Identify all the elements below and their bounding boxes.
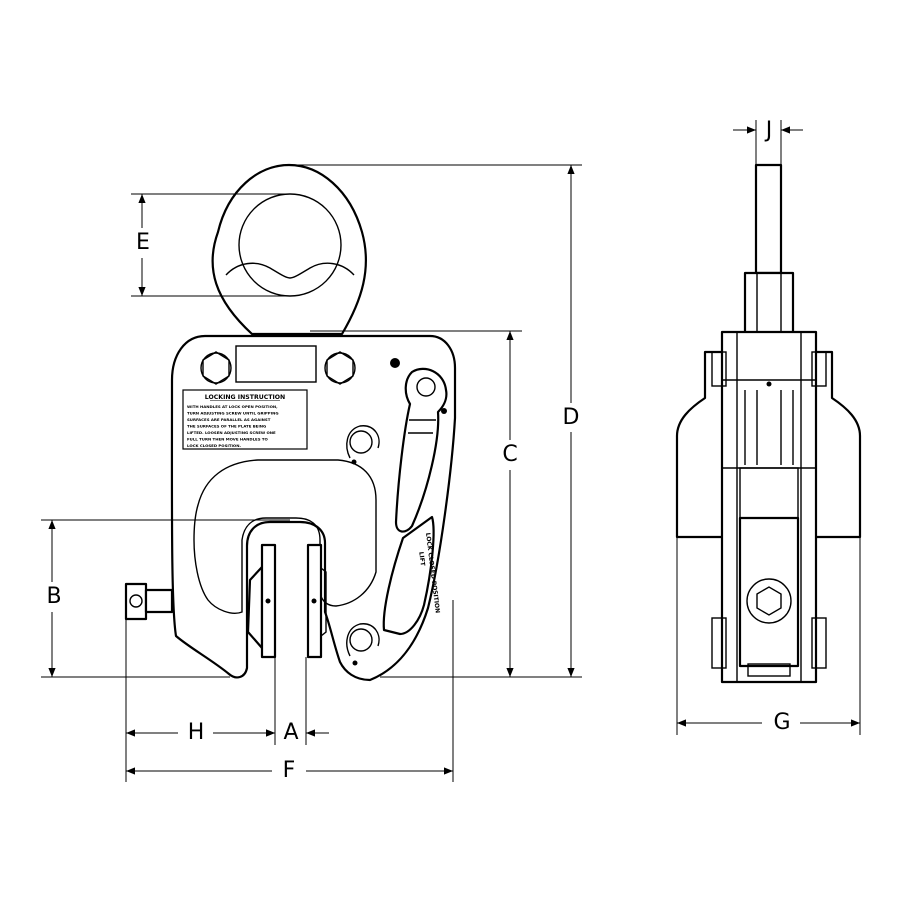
plate-line: LIFTED. LOOSEN ADJUSTING SCREW ONE (187, 430, 276, 435)
dim-label-b: B (46, 584, 61, 609)
blank-label-plate (235, 345, 317, 383)
side-bolt-upper (711, 351, 827, 387)
adjusting-screw (124, 582, 174, 621)
dimension-labels: D C E B H A F G J (46, 118, 790, 783)
plate-line: SURFACES ARE PARALLEL AS AGAINST (187, 417, 271, 422)
dim-label-h: H (188, 720, 205, 745)
side-view (675, 163, 862, 684)
dim-label-a: A (283, 720, 298, 745)
dim-label-d: D (563, 405, 580, 430)
hex-bolt-right (324, 351, 356, 385)
gripping-jaw-left (246, 543, 277, 659)
shackle-top (754, 163, 783, 275)
side-bolt-lower-right (811, 617, 827, 669)
gripping-jaw-right (306, 543, 327, 659)
dimension-lines (41, 120, 861, 782)
plate-line: FULL TURN THEN MOVE HANDLES TO (187, 437, 269, 442)
dim-label-g: G (773, 710, 790, 735)
pin-with-ring-upper (346, 425, 380, 465)
plate-line: LOCK CLOSED POSITION. (187, 443, 241, 448)
handle-text: LIFT (417, 551, 426, 567)
plate-line: WITH HANDLES AT LOCK OPEN POSITION, (187, 404, 278, 409)
side-hex-screw (746, 578, 792, 624)
hex-bolt-left (200, 351, 232, 385)
plate-line: THE SURFACES OF THE PLATE BEING (187, 424, 266, 429)
dim-label-f: F (283, 758, 296, 783)
lifting-eye (211, 163, 368, 336)
lock-lever-handle (394, 367, 448, 533)
plate-line: TURN ADJUSTING SCREW UNTIL GRIPPING (187, 411, 279, 416)
lower-housing (738, 516, 800, 668)
dim-label-j: J (764, 118, 773, 143)
plate-title: LOCKING INSTRUCTION (205, 394, 285, 401)
locking-instruction-plate: LOCKING INSTRUCTION WITH HANDLES AT LOCK… (182, 389, 308, 450)
dim-label-e: E (136, 230, 150, 255)
front-view: LOCKING INSTRUCTION WITH HANDLES AT LOCK… (124, 163, 457, 682)
dim-label-c: C (502, 442, 517, 467)
side-bolt-lower-left (711, 617, 727, 669)
pin-with-ring-lower (346, 623, 380, 666)
pivot-pin (390, 358, 400, 368)
